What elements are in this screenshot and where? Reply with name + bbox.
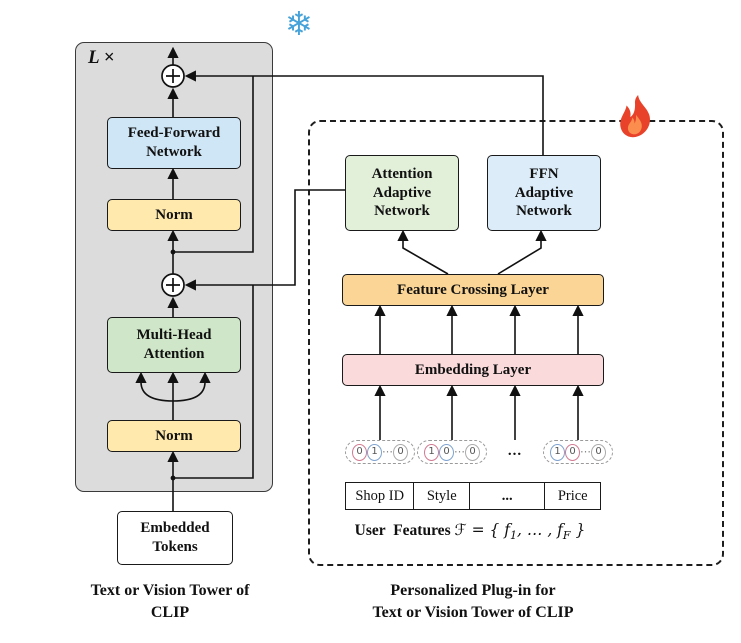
attention-adaptive-network-box: Attention Adaptive Network [345,155,459,231]
loop-count-label: L × [88,47,115,68]
onehot-ellipsis: ⋯ [580,445,591,458]
arrow-fcl-to-attn-adaptive [397,229,449,275]
onehot-bit: 0 [465,443,480,461]
ffn-adaptive-network-box: FFN Adaptive Network [487,155,601,231]
feature-column-style: Style [413,483,469,509]
feature-column-shop-id: Shop ID [355,487,405,504]
onehot-bit: 1 [367,443,382,461]
onehot-vector-1: 0 1 ⋯ 0 [345,440,415,464]
onehot-ellipsis: ⋯ [382,445,393,458]
feature-crossing-layer-box: Feature Crossing Layer [342,274,604,306]
add-node-top [161,64,185,88]
feature-column-price: Price [544,483,600,509]
arrow-norm-to-mha-left [135,371,174,402]
onehot-ellipsis: ⋯ [454,445,465,458]
norm-box-upper: Norm [107,199,241,231]
residual-around-mha [173,285,254,479]
onehot-bit: 0 [393,443,408,461]
norm-box-lower: Norm [107,420,241,452]
onehot-vector-3: 1 0 ⋯ 0 [543,440,613,464]
user-features-formula: ℱ = { f1, … , fF } [454,521,586,543]
onehot-bit: 1 [424,443,439,461]
onehot-bit: 1 [550,443,565,461]
onehot-group-ellipsis: ... [507,443,523,459]
right-caption: Personalized Plug-in for Text or Vision … [372,582,574,621]
snowflake-icon: ❄ [285,4,313,43]
user-feature-table: Shop ID Style ... Price [345,482,601,510]
onehot-bit: 0 [352,443,367,461]
user-features-label: User Features ℱ = { f1, … , fF } [320,521,620,542]
residual-around-ffn [173,76,254,253]
feed-forward-network-box: Feed-Forward Network [107,117,241,169]
onehot-bit: 0 [439,443,454,461]
multi-head-attention-box: Multi-Head Attention [107,317,241,373]
onehot-bit: 0 [565,443,580,461]
embedded-tokens-box: Embedded Tokens [117,511,233,565]
user-features-text: User Features [354,522,451,539]
junction-dots [170,249,176,481]
add-node-middle [161,273,185,297]
arrow-attn-adaptive-to-add [184,189,345,291]
left-caption: Text or Vision Tower of CLIP [90,582,250,621]
arrow-norm-to-mha-right [172,371,211,402]
flame-icon [620,95,650,138]
onehot-bit: 0 [591,443,606,461]
onehot-vector-2: 1 0 ⋯ 0 [417,440,487,464]
arrow-fcl-to-ffn-adaptive [497,229,547,275]
feature-column-ellipsis: ... [469,483,544,509]
arrow-ffn-adaptive-to-add [184,70,544,155]
embedding-layer-box: Embedding Layer [342,354,604,386]
